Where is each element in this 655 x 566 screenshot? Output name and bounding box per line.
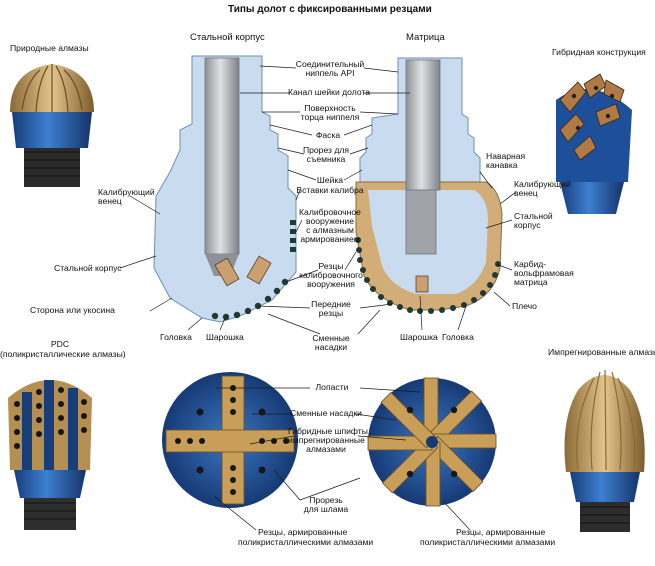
label-steel-body-left: Стальной корпус <box>54 263 122 273</box>
label-gauge-ring-right: Калибрующий <box>514 179 571 189</box>
label-gauge-cutters-3: вооружения <box>307 279 355 289</box>
figure-title: Типы долот с фиксированными резцами <box>228 4 432 15</box>
label-api-pin-2: ниппель API <box>305 68 355 78</box>
label-nozzles-bottom: Сменные насадки <box>290 408 362 418</box>
label-shoulder: Поверхность <box>304 103 356 113</box>
hybrid-face-view-right <box>367 377 497 507</box>
label-front-cutters-2: резцы <box>318 308 344 318</box>
pdc-caption-sub: (поликристаллические алмазы) <box>0 349 126 359</box>
label-gauge-ring-left-2: венец <box>98 196 122 206</box>
label-hybrid-pins-2: импрегнированные <box>288 435 365 445</box>
label-side: Сторона или укосина <box>30 305 115 315</box>
hybrid-caption: Гибридная конструкция <box>552 47 646 57</box>
label-ball-right: Шарошка <box>400 332 438 342</box>
label-nozzles-2: насадки <box>314 342 348 352</box>
label-hybrid-pins-3: алмазами <box>306 444 346 454</box>
label-pdc-cutters-left: Резцы, армированные <box>258 527 348 537</box>
label-shoulder-2: торца ниппеля <box>300 112 360 122</box>
label-carbide-matrix-2: вольфрамовая <box>514 268 574 278</box>
label-gauge-cutters: Резцы <box>318 261 344 271</box>
label-gauge-armor-2: вооружение <box>306 216 354 226</box>
label-junk-slot-2: для шлама <box>303 504 349 514</box>
steel-body-header: Стальной корпус <box>190 32 265 43</box>
label-ball-left: Шарошка <box>206 332 244 342</box>
label-gauge-armor-4: армированием <box>300 234 360 244</box>
label-bore: Канал шейки долота <box>288 87 371 97</box>
label-head-right: Головка <box>442 332 474 342</box>
label-gauge-inserts: Вставки калибра <box>296 185 364 195</box>
label-steel-body-right: Стальной <box>514 211 553 221</box>
label-breaker-2: съемника <box>306 154 346 164</box>
label-steel-body-right-2: корпус <box>514 220 541 230</box>
impregnated-caption: Импрегнированные алмазы <box>548 347 655 357</box>
matrix-body-section <box>355 57 503 314</box>
pdc-face-view-left <box>162 372 298 508</box>
label-nozzles: Сменные <box>312 333 350 343</box>
hybrid-bit-image <box>556 73 632 214</box>
natural-diamond-bit-image <box>10 64 94 187</box>
label-pdc-cutters-right: Резцы, армированные <box>456 527 546 537</box>
pdc-bit-image <box>8 380 92 530</box>
label-junk-slot: Прорезь <box>309 495 343 505</box>
label-gauge-armor-3: с алмазным <box>306 225 354 235</box>
label-shoulder-right: Плечо <box>512 301 537 311</box>
label-blades: Лопасти <box>315 382 349 392</box>
label-chamfer: Фаска <box>315 130 341 140</box>
pdc-caption: PDC <box>50 339 70 349</box>
label-api-pin: Соединительный <box>295 59 365 69</box>
natural-diamonds-caption: Природные алмазы <box>10 43 89 53</box>
label-hybrid-pins: Гибридные шпифты, <box>288 426 371 436</box>
matrix-header: Матрица <box>406 32 445 43</box>
label-head-left: Головка <box>160 332 192 342</box>
label-weld-groove: Наварная <box>486 151 526 161</box>
label-front-cutters: Передние <box>311 299 351 309</box>
steel-body-section <box>153 55 297 323</box>
label-neck: Шейка <box>316 175 344 185</box>
label-carbide-matrix: Карбид- <box>514 259 547 269</box>
label-weld-groove-2: канавка <box>486 160 518 170</box>
label-pdc-cutters-left-2: поликристаллическими алмазами <box>238 537 374 547</box>
leader-lines <box>119 65 517 531</box>
impregnated-bit-image <box>564 369 645 532</box>
label-gauge-armor: Калибровочное <box>299 207 361 217</box>
label-gauge-ring-left: Калибрующий <box>98 187 155 197</box>
label-carbide-matrix-3: матрица <box>514 277 548 287</box>
label-breaker: Прорез для <box>302 145 350 155</box>
label-pdc-cutters-right-2: поликристаллическими алмазами <box>420 537 556 547</box>
label-gauge-cutters-2: калибровочного <box>299 270 363 280</box>
label-gauge-ring-right-2: венец <box>514 188 538 198</box>
